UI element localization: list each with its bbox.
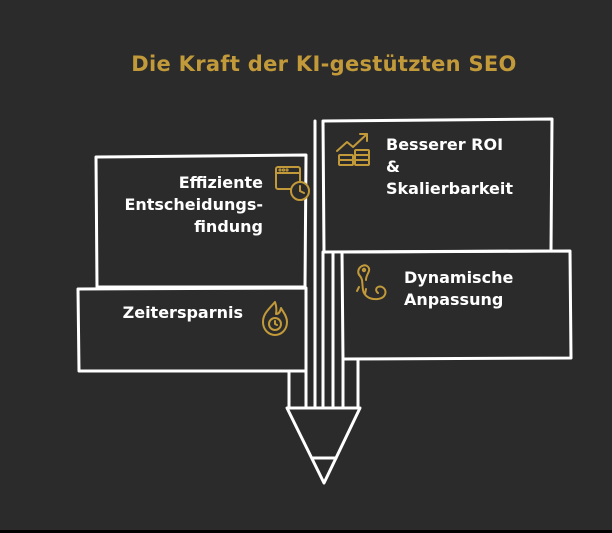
label-line: Effiziente (178, 173, 263, 192)
label-line: findung (194, 217, 263, 236)
chameleon-icon (356, 264, 387, 301)
label-line: Zeitersparnis (122, 303, 243, 322)
fire-clock-icon (262, 301, 288, 336)
pencil-shaft (287, 119, 360, 409)
label-line: & (386, 157, 400, 176)
label-roi: Besserer ROI & Skalierbarkeit (386, 134, 546, 200)
growth-coins-icon (336, 133, 370, 166)
bottom-edge (0, 530, 612, 533)
label-line: Skalierbarkeit (386, 179, 514, 198)
label-efficient-decisions: Effiziente Entscheidungs- findung (100, 172, 263, 238)
label-time-savings: Zeitersparnis (90, 302, 243, 324)
label-line: Dynamische (404, 268, 514, 287)
label-line: Besserer ROI (386, 135, 504, 154)
diagram-title: Die Kraft der KI-gestützten SEO (131, 52, 517, 76)
label-line: Anpassung (404, 290, 504, 309)
label-dynamic-adaptation: Dynamische Anpassung (404, 267, 554, 311)
box-dynamic-adaptation (340, 249, 573, 361)
label-line: Entscheidungs- (124, 195, 263, 214)
pencil-tip (285, 406, 362, 485)
browser-clock-icon (275, 166, 310, 201)
